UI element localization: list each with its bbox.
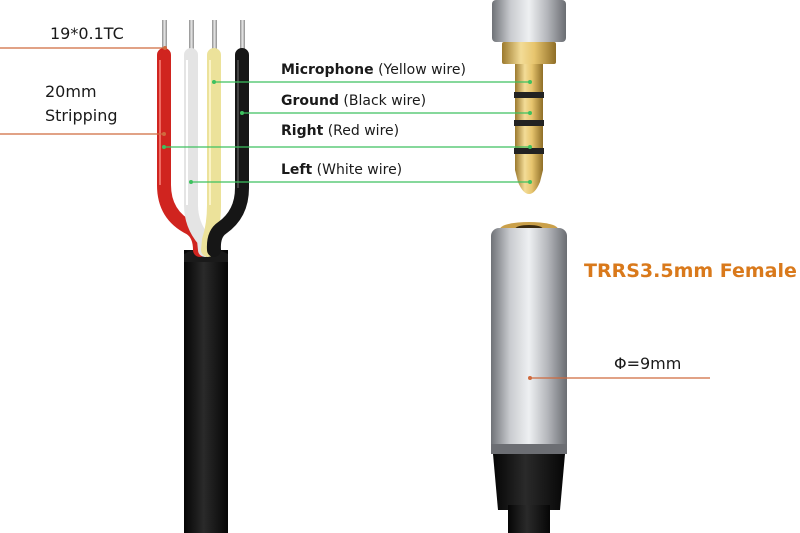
left-wire-desc: (White wire) bbox=[316, 162, 403, 178]
plug-tip bbox=[515, 154, 543, 194]
conductor-tip-yellow bbox=[212, 20, 217, 58]
trrs-female-socket bbox=[491, 222, 567, 533]
socket-housing bbox=[491, 228, 567, 454]
plug-housing bbox=[492, 0, 566, 42]
white-wire bbox=[184, 48, 212, 257]
connector-title: TRRS3.5mm Female bbox=[584, 260, 797, 282]
insulator-ring-2 bbox=[514, 120, 544, 126]
cable-jacket bbox=[184, 250, 228, 533]
right-wire-label: Right (Red wire) bbox=[281, 124, 399, 138]
trrs-plug bbox=[492, 0, 566, 194]
microphone-wire-label: Microphone (Yellow wire) bbox=[281, 63, 466, 77]
left-wire-name: Left bbox=[281, 162, 313, 178]
ground-wire-desc: (Black wire) bbox=[343, 93, 427, 109]
microphone-wire-desc: (Yellow wire) bbox=[378, 62, 466, 78]
black-wire bbox=[206, 48, 249, 257]
microphone-wire-name: Microphone bbox=[281, 62, 374, 78]
insulator-ring-1 bbox=[514, 92, 544, 98]
callout-lines bbox=[0, 46, 710, 380]
stripping-text-label: Stripping bbox=[45, 106, 118, 125]
conductor-tip-red bbox=[162, 20, 167, 58]
left-wire-label: Left (White wire) bbox=[281, 163, 402, 177]
stripping-length-label: 20mm bbox=[45, 82, 97, 101]
socket-cable bbox=[508, 505, 550, 533]
conductor-tip-white bbox=[189, 20, 194, 58]
plug-collar bbox=[502, 42, 556, 64]
ground-wire-name: Ground bbox=[281, 93, 339, 109]
insulator-ring-3 bbox=[514, 148, 544, 154]
conductor-tip-black bbox=[240, 20, 245, 58]
ground-wire-label: Ground (Black wire) bbox=[281, 94, 426, 108]
stripped-cable bbox=[157, 20, 249, 533]
right-wire-name: Right bbox=[281, 123, 324, 139]
conductor-spec-label: 19*0.1TC bbox=[50, 24, 124, 43]
diameter-label: Φ=9mm bbox=[614, 354, 682, 373]
right-wire-desc: (Red wire) bbox=[327, 123, 400, 139]
strain-relief bbox=[493, 454, 565, 510]
